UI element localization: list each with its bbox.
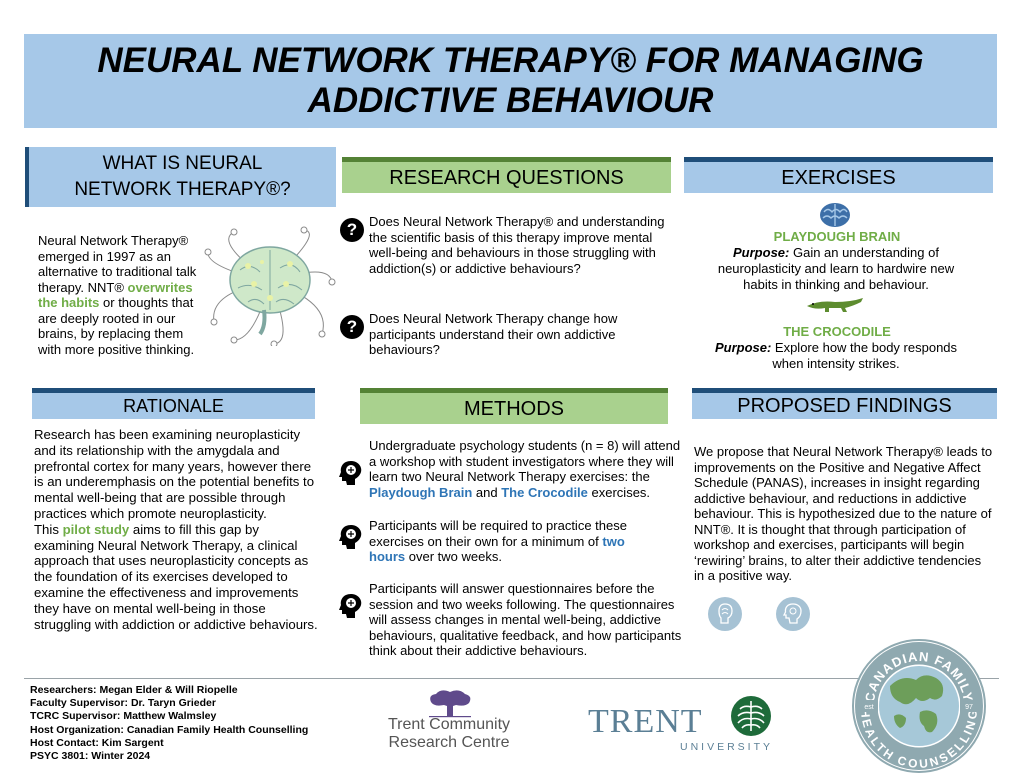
question-mark-icon: ? bbox=[340, 218, 364, 242]
credit-line: Host Organization: Canadian Family Healt… bbox=[30, 723, 309, 736]
footer-divider bbox=[24, 678, 999, 679]
research-questions-header: RESEARCH QUESTIONS bbox=[342, 157, 671, 193]
what-is-highlight: overwrites the habits bbox=[38, 279, 193, 311]
footer-credits: Researchers: Megan Elder & Will Riopelle… bbox=[30, 684, 360, 763]
credit-line: TCRC Supervisor: Matthew Walmsley bbox=[30, 710, 217, 723]
two-hours-highlight: two hours bbox=[369, 533, 625, 565]
canadian-family-health-counselling-logo: CANADIAN FAMILY HEALTH COUNSELLING est 9… bbox=[852, 639, 986, 773]
head-brain-icon bbox=[339, 525, 362, 549]
method-1-text: Undergraduate psychology students (n = 8… bbox=[369, 438, 681, 500]
playdough-brain-highlight: Playdough Brain bbox=[369, 484, 473, 500]
title-banner: NEURAL NETWORK THERAPY® FOR MANAGING ADD… bbox=[24, 34, 997, 128]
brain-icon bbox=[820, 203, 850, 227]
methods-header: METHODS bbox=[360, 388, 668, 424]
brain-network-icon bbox=[204, 226, 336, 346]
proposed-findings-header: PROPOSED FINDINGS bbox=[692, 388, 997, 419]
tree-logo-icon bbox=[429, 690, 471, 718]
cfhc-est-text: est bbox=[864, 704, 873, 711]
what-is-text: Neural Network Therapy® emerged in 1997 … bbox=[38, 233, 197, 357]
credit-line: Host Contact: Kim Sargent bbox=[30, 736, 164, 749]
head-profile-circle-icon bbox=[776, 597, 810, 631]
what-is-header-text: WHAT IS NEURAL NETWORK THERAPY®? bbox=[74, 153, 291, 200]
pilot-study-highlight: pilot study bbox=[62, 521, 130, 537]
what-is-header: WHAT IS NEURAL NETWORK THERAPY®? bbox=[25, 147, 336, 207]
tcrc-logo-text: Trent Community Research Centre bbox=[387, 716, 511, 751]
trent-university-text: UNIVERSITY bbox=[680, 741, 774, 753]
credit-line: Faculty Supervisor: Dr. Taryn Grieder bbox=[30, 697, 216, 710]
exercise-1-title: PLAYDOUGH BRAIN bbox=[773, 229, 901, 244]
rationale-text: Research has been examining neuroplastic… bbox=[34, 427, 318, 632]
method-2-text: Participants will be required to practic… bbox=[369, 518, 627, 565]
exercise-1-purpose: Purpose: Gain an understanding of neurop… bbox=[717, 245, 955, 292]
rationale-header: RATIONALE bbox=[32, 388, 315, 419]
findings-text: We propose that Neural Network Therapy® … bbox=[694, 444, 993, 583]
head-brain-icon bbox=[339, 461, 362, 485]
trent-crest-icon bbox=[731, 696, 771, 736]
cfhc-year-text: 97 bbox=[965, 704, 973, 711]
credit-line: PSYC 3801: Winter 2024 bbox=[30, 750, 151, 763]
research-question-1: Does Neural Network Therapy® and underst… bbox=[369, 214, 665, 276]
method-3-text: Participants will answer questionnaires … bbox=[369, 581, 682, 658]
exercises-header: EXERCISES bbox=[684, 157, 993, 193]
head-brain-icon bbox=[339, 594, 362, 618]
question-mark-icon: ? bbox=[340, 315, 364, 339]
crocodile-highlight: The Crocodile bbox=[501, 484, 588, 500]
credit-line: Researchers: Megan Elder & Will Riopelle bbox=[30, 684, 238, 696]
research-question-2: Does Neural Network Therapy change how p… bbox=[369, 311, 618, 357]
crocodile-icon bbox=[807, 298, 863, 312]
trent-logo-text: TRENT bbox=[588, 703, 703, 740]
exercise-2-purpose: Purpose: Explore how the body responds w… bbox=[714, 340, 958, 371]
brain-circle-icon bbox=[708, 597, 742, 631]
poster-title: NEURAL NETWORK THERAPY® FOR MANAGING ADD… bbox=[97, 41, 924, 120]
exercise-2-title: THE CROCODILE bbox=[783, 324, 891, 339]
